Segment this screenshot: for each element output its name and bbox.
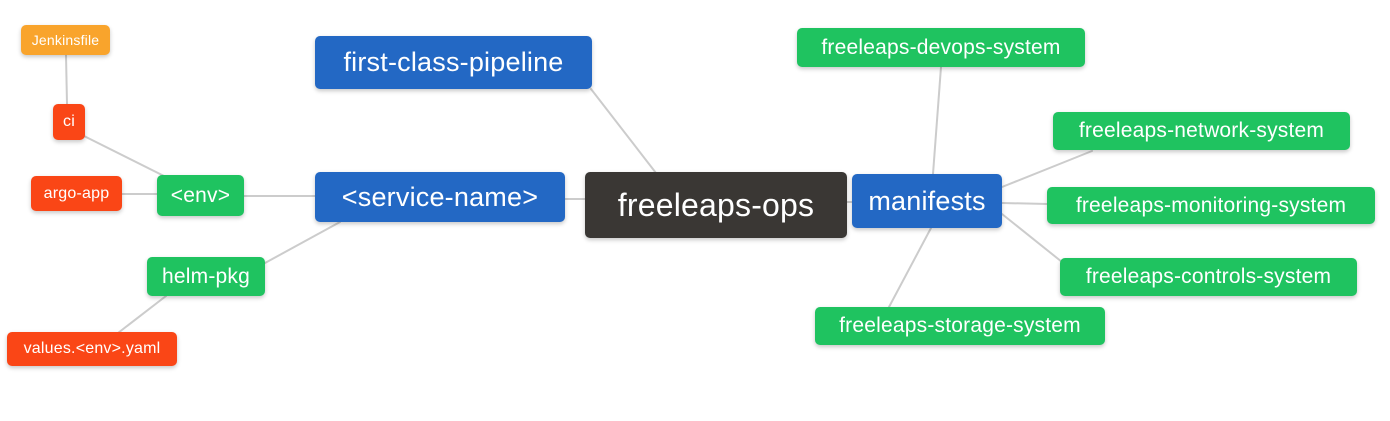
node-env[interactable]: <env> — [157, 175, 244, 216]
edge-jenkinsfile-ci — [65, 54, 68, 105]
edge-pipeline-root — [590, 88, 657, 174]
node-freeleaps-network-system[interactable]: freeleaps-network-system — [1053, 112, 1350, 150]
node-helm-pkg[interactable]: helm-pkg — [147, 257, 265, 296]
node-values-env-yaml[interactable]: values.<env>.yaml — [7, 332, 177, 366]
node-freeleaps-storage-system[interactable]: freeleaps-storage-system — [815, 307, 1105, 345]
node-freeleaps-devops-system[interactable]: freeleaps-devops-system — [797, 28, 1085, 67]
edge-helm-pkg-service-name — [264, 221, 341, 264]
edge-manifests-devops — [932, 66, 942, 175]
node-jenkinsfile[interactable]: Jenkinsfile — [21, 25, 110, 55]
node-manifests[interactable]: manifests — [852, 174, 1002, 228]
edge-manifests-controls — [1001, 213, 1063, 263]
edge-helm-pkg-values — [117, 295, 167, 334]
edge-ci-env — [83, 135, 169, 179]
node-argo-app[interactable]: argo-app — [31, 176, 122, 211]
node-service-name[interactable]: <service-name> — [315, 172, 565, 222]
node-freeleaps-ops-root[interactable]: freeleaps-ops — [585, 172, 847, 238]
edge-manifests-storage — [888, 227, 932, 308]
edge-manifests-monitoring — [1001, 202, 1049, 205]
node-ci[interactable]: ci — [53, 104, 85, 140]
node-freeleaps-controls-system[interactable]: freeleaps-controls-system — [1060, 258, 1357, 296]
edge-manifests-network — [1001, 150, 1093, 188]
node-first-class-pipeline[interactable]: first-class-pipeline — [315, 36, 592, 89]
node-freeleaps-monitoring-system[interactable]: freeleaps-monitoring-system — [1047, 187, 1375, 224]
